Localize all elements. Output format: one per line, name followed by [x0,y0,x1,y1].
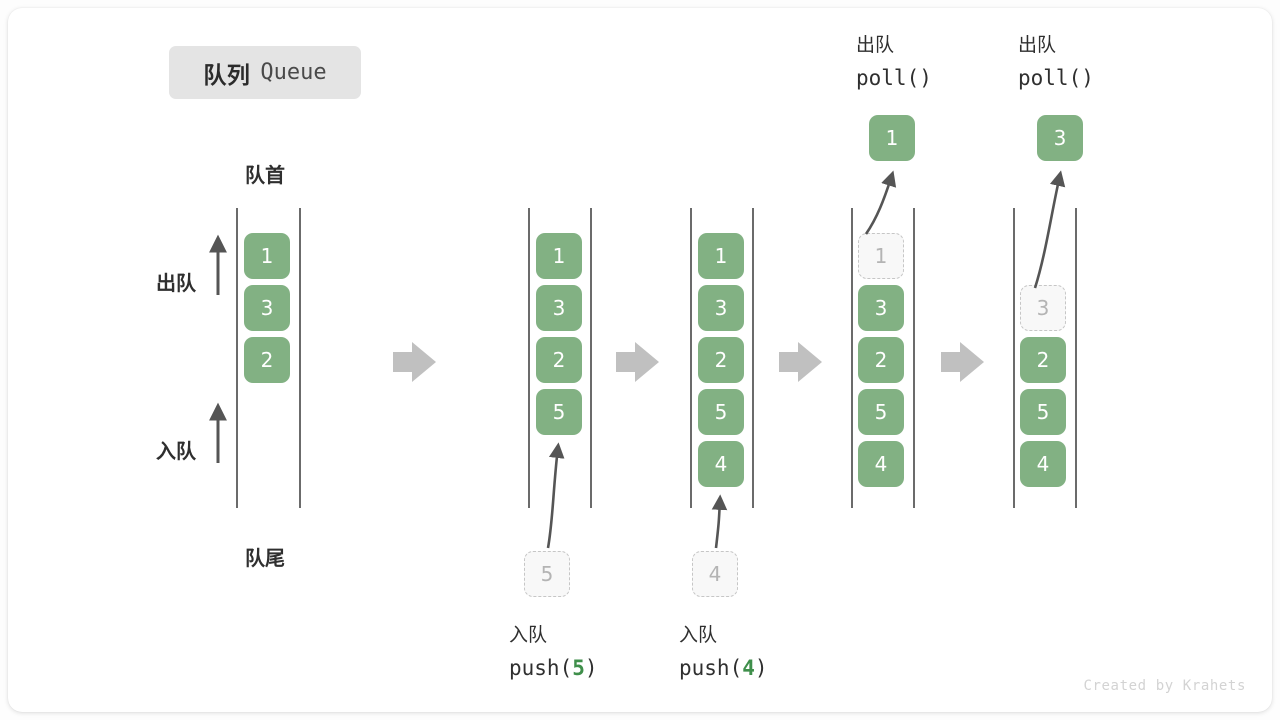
queue-cell: 1 [536,233,582,279]
queue-cell: 2 [1020,337,1066,383]
queue-cell: 3 [858,285,904,331]
push-4-close: ) [754,656,768,680]
poll-3-arrow-icon [1033,170,1066,289]
push-4-arrow-icon [711,494,728,549]
queue-cell: 3 [536,285,582,331]
queue-cell: 2 [698,337,744,383]
queue-rail-left-p5 [1013,208,1015,508]
poll-1-arrow-icon [864,170,897,235]
queue-cell: 2 [536,337,582,383]
push-4-caption-cn: 入队 [679,625,718,646]
push-5-caption-cn: 入队 [509,625,548,646]
push-5-close: ) [584,656,598,680]
push-4-caption: 入队 push(4) [679,620,768,680]
queue-cell: 1 [858,233,904,279]
title-chinese: 队列 [203,61,251,88]
queue-rail-right-p1 [299,208,301,508]
poll-3-header-cn: 出队 [1018,35,1057,56]
poll-1-header-op: poll() [856,66,932,90]
dequeue-direction-label: 出队 [156,273,196,295]
push-5-arg: 5 [572,656,585,680]
queue-cell: 4 [698,441,744,487]
push-5-arrow-icon [546,442,565,549]
queue-cell: 3 [1020,285,1066,331]
right-arrow-icon [616,342,659,382]
queue-rail-right-p5 [1075,208,1077,508]
incoming-ghost-cell: 4 [692,551,738,597]
queue-cell: 5 [858,389,904,435]
queue-cell: 5 [536,389,582,435]
push-4-arg: 4 [742,656,755,680]
right-arrow-icon [941,342,984,382]
queue-cell: 4 [858,441,904,487]
poll-3-header-op: poll() [1018,66,1094,90]
queue-rail-right-p3 [752,208,754,508]
enqueue-direction-label: 入队 [156,441,196,463]
queue-rear-label: 队尾 [245,548,285,570]
queue-cell: 1 [698,233,744,279]
title-english: Queue [260,60,327,85]
push-5-caption: 入队 push(5) [509,620,598,680]
diagram-title-badge: 队列 Queue [169,46,361,99]
queue-cell: 5 [698,389,744,435]
queue-cell: 3 [698,285,744,331]
queue-cell: 1 [244,233,290,279]
queue-rail-left-p3 [690,208,692,508]
poll-1-header-cn: 出队 [856,35,895,56]
right-arrow-icon [393,342,436,382]
queue-cell: 3 [244,285,290,331]
queue-front-label: 队首 [245,165,285,187]
push-4-op: push( [679,656,743,680]
credit-label: Created by Krahets [1083,678,1246,694]
outgoing-cell: 1 [869,115,915,161]
outgoing-cell: 3 [1037,115,1083,161]
poll-1-header: 出队 poll() [856,30,932,90]
push-5-caption-op-line: push(5) [509,656,598,680]
queue-cell: 4 [1020,441,1066,487]
right-arrow-icon [779,342,822,382]
queue-rail-left-p1 [236,208,238,508]
queue-cell: 2 [244,337,290,383]
queue-rail-right-p4 [913,208,915,508]
queue-cell: 2 [858,337,904,383]
push-5-op: push( [509,656,573,680]
incoming-ghost-cell: 5 [524,551,570,597]
push-4-caption-op-line: push(4) [679,656,768,680]
queue-rail-left-p4 [851,208,853,508]
queue-rail-left-p2 [528,208,530,508]
queue-cell: 5 [1020,389,1066,435]
poll-3-header: 出队 poll() [1018,30,1094,90]
queue-rail-right-p2 [590,208,592,508]
